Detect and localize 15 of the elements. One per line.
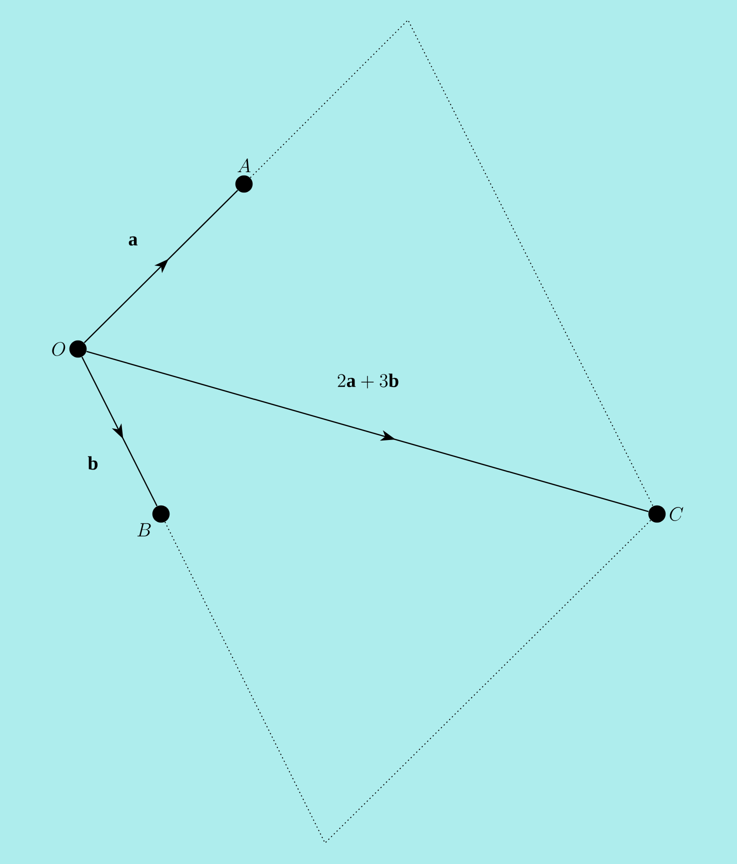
node-label: $O$: [52, 342, 66, 356]
arrow: [84, 190, 238, 344]
node-label: $C$: [670, 507, 684, 521]
labelled-point: $O$: [52, 340, 87, 358]
edge-label: $2\mathbf{a}+3\mathbf{b}$: [336, 372, 400, 390]
labelled-point: $A$: [235, 158, 253, 193]
node-label: $B$: [137, 523, 151, 536]
node-label: $A$: [238, 158, 251, 172]
dotted-line: [250, 19, 654, 506]
labelled-point: $B$: [137, 505, 170, 536]
edge-label: $\mathbf{a}$: [126, 235, 140, 247]
arrow: [86, 350, 649, 512]
dotted-line: [164, 520, 652, 844]
labelled-point: $C$: [648, 505, 684, 523]
arrow: [81, 356, 158, 506]
